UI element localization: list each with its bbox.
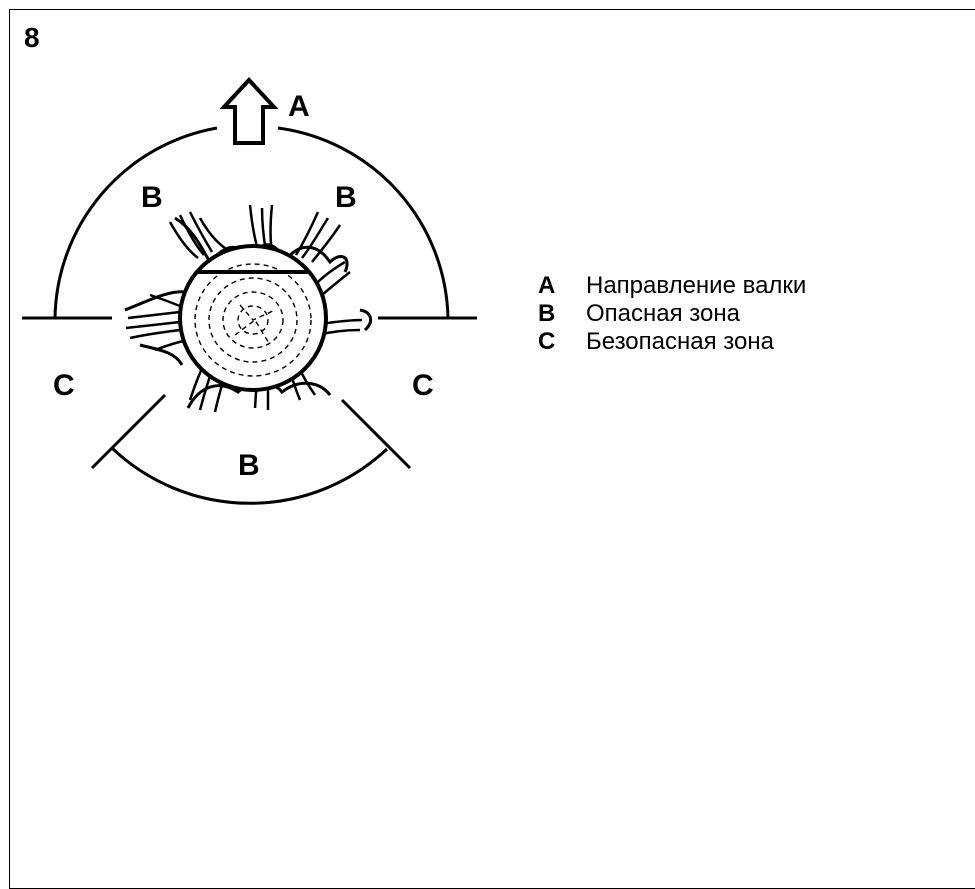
label-danger-b-left: B	[141, 181, 163, 214]
label-direction-a: A	[288, 90, 310, 123]
legend-text: Опасная зона	[586, 300, 740, 328]
legend-text: Безопасная зона	[586, 328, 774, 356]
legend: A Направление валки B Опасная зона C Без…	[538, 272, 806, 356]
tree-stump	[125, 205, 371, 412]
felling-direction-arrow	[224, 80, 274, 143]
label-safe-c-right: C	[412, 369, 434, 402]
legend-key: C	[538, 328, 586, 356]
label-safe-c-left: C	[53, 369, 75, 402]
label-danger-b-bottom: B	[238, 449, 260, 482]
legend-item: B Опасная зона	[538, 300, 806, 328]
label-danger-b-right: B	[335, 181, 357, 214]
legend-item: C Безопасная зона	[538, 328, 806, 356]
legend-text: Направление валки	[586, 272, 806, 300]
legend-key: A	[538, 272, 586, 300]
stump-cut-surface	[180, 246, 326, 390]
legend-key: B	[538, 300, 586, 328]
lower-left-ray	[92, 395, 165, 468]
legend-item: A Направление валки	[538, 272, 806, 300]
